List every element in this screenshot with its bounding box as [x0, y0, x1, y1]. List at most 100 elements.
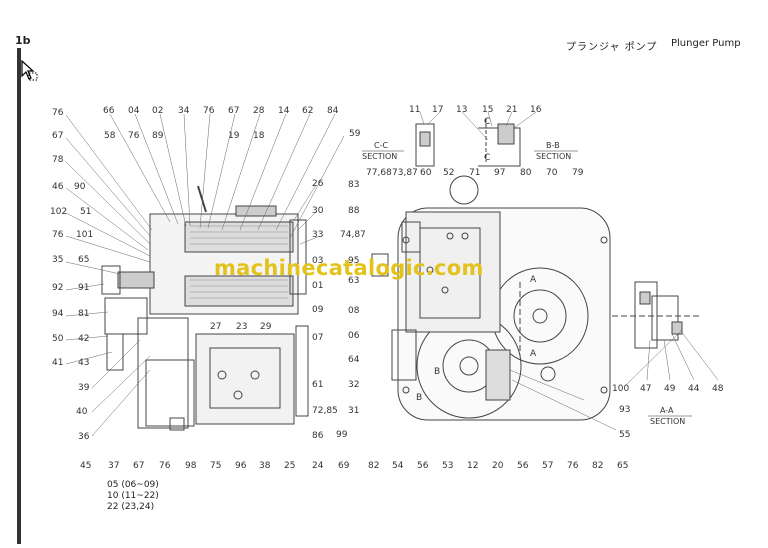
callout: 61 [312, 380, 323, 390]
callouts-front-top: 77,68 73,87 60 52 71 97 80 70 79 [366, 168, 584, 178]
view-c-marker-bottom: C [484, 153, 490, 163]
callouts-bottom: 45 37 67 76 98 75 96 38 25 24 69 82 54 5… [80, 461, 628, 471]
callout: 38 [259, 461, 271, 471]
view-c-marker-top: C [484, 117, 490, 127]
callout: 56 [417, 461, 429, 471]
callout: 93 [619, 405, 630, 415]
callout: 44 [688, 384, 700, 394]
callout: 98 [185, 461, 197, 471]
callout: 97 [494, 168, 505, 178]
callout: 69 [338, 461, 350, 471]
section-titles: C-C SECTION B-B SECTION A-A SECTION C C … [362, 117, 692, 426]
callout: 21 [506, 105, 517, 115]
callout: 12 [467, 461, 478, 471]
view-b-marker-top: B [434, 367, 440, 377]
callout: 99 [336, 430, 348, 440]
callout: 19 [228, 131, 240, 141]
callout: 40 [76, 407, 88, 417]
callout: 76 [203, 106, 215, 116]
callout: 20 [492, 461, 504, 471]
callout: 63 [348, 276, 359, 286]
mouse-cursor-icon [21, 60, 38, 81]
callout: 76 [128, 131, 140, 141]
callout: 82 [592, 461, 603, 471]
callout: 94 [52, 309, 64, 319]
callout: 78 [52, 155, 64, 165]
callout: 34 [178, 106, 190, 116]
callout: 03 [312, 256, 323, 266]
title-japanese: プランジャ ポンプ [566, 42, 658, 53]
callout: 53 [442, 461, 453, 471]
callout: 30 [312, 206, 324, 216]
callout: 46 [52, 182, 64, 192]
section-aa-label: A-A [660, 406, 674, 415]
callout: 67 [228, 106, 239, 116]
callout: 50 [52, 334, 64, 344]
note-line: 05 (06~09) [107, 480, 159, 490]
section-details [415, 118, 700, 349]
callout: 72,85 [312, 406, 338, 416]
callout: 54 [392, 461, 404, 471]
leader-lines [65, 111, 719, 437]
callout: 17 [432, 105, 443, 115]
pump-front-view [371, 175, 611, 421]
callout: 71 [469, 168, 480, 178]
callout: 91 [78, 283, 89, 293]
callout: 24 [312, 461, 324, 471]
callout: 82 [368, 461, 379, 471]
callout: 76 [52, 108, 64, 118]
callout: 84 [327, 106, 339, 116]
callout: 25 [284, 461, 295, 471]
callout: 79 [572, 168, 584, 178]
view-a-marker-top: A [530, 275, 537, 285]
callout: 14 [278, 106, 290, 116]
section-cc-word: SECTION [362, 152, 397, 161]
callout: 49 [664, 384, 676, 394]
callout: 70 [546, 168, 558, 178]
page-binding-bar [17, 48, 21, 544]
callout: 58 [104, 131, 116, 141]
callout: 60 [420, 168, 432, 178]
callout: 18 [253, 131, 265, 141]
callout: 75 [210, 461, 221, 471]
callout: 07 [312, 333, 323, 343]
callouts-section-aa: 100 47 49 44 48 [612, 384, 724, 394]
callout: 102 [50, 207, 67, 217]
callout: 55 [619, 430, 630, 440]
callout: 67 [52, 131, 63, 141]
title-english: Plunger Pump [671, 38, 741, 49]
callout: 64 [348, 355, 360, 365]
callout: 29 [260, 322, 272, 332]
callout: 65 [78, 255, 89, 265]
callout: 31 [348, 406, 359, 416]
callout: 76 [159, 461, 171, 471]
section-aa-word: SECTION [650, 417, 685, 426]
callout: 65 [617, 461, 628, 471]
callout: 23 [236, 322, 247, 332]
callout: 95 [348, 256, 359, 266]
callout: 59 [349, 129, 361, 139]
view-b-marker-bottom: B [416, 393, 422, 403]
callout: 100 [612, 384, 629, 394]
callout: 92 [52, 283, 63, 293]
callout: 39 [78, 383, 90, 393]
callout: 76 [52, 230, 64, 240]
callout: 52 [443, 168, 454, 178]
callout: 90 [74, 182, 86, 192]
callout: 16 [530, 105, 542, 115]
callout: 37 [108, 461, 119, 471]
section-cc-label: C-C [374, 141, 388, 150]
callout: 48 [712, 384, 724, 394]
callout: 83 [348, 180, 359, 190]
callout: 45 [80, 461, 91, 471]
callout: 15 [482, 105, 493, 115]
callouts-middle: 26 83 30 88 33 74,87 95 63 01 09 08 07 0… [210, 179, 366, 441]
callout: 26 [312, 179, 324, 189]
callout: 67 [133, 461, 144, 471]
page-id: 1b [15, 34, 31, 47]
callout: 66 [103, 106, 115, 116]
callout: 13 [456, 105, 467, 115]
watermark-logo: machinecatalogic.com [214, 256, 484, 280]
